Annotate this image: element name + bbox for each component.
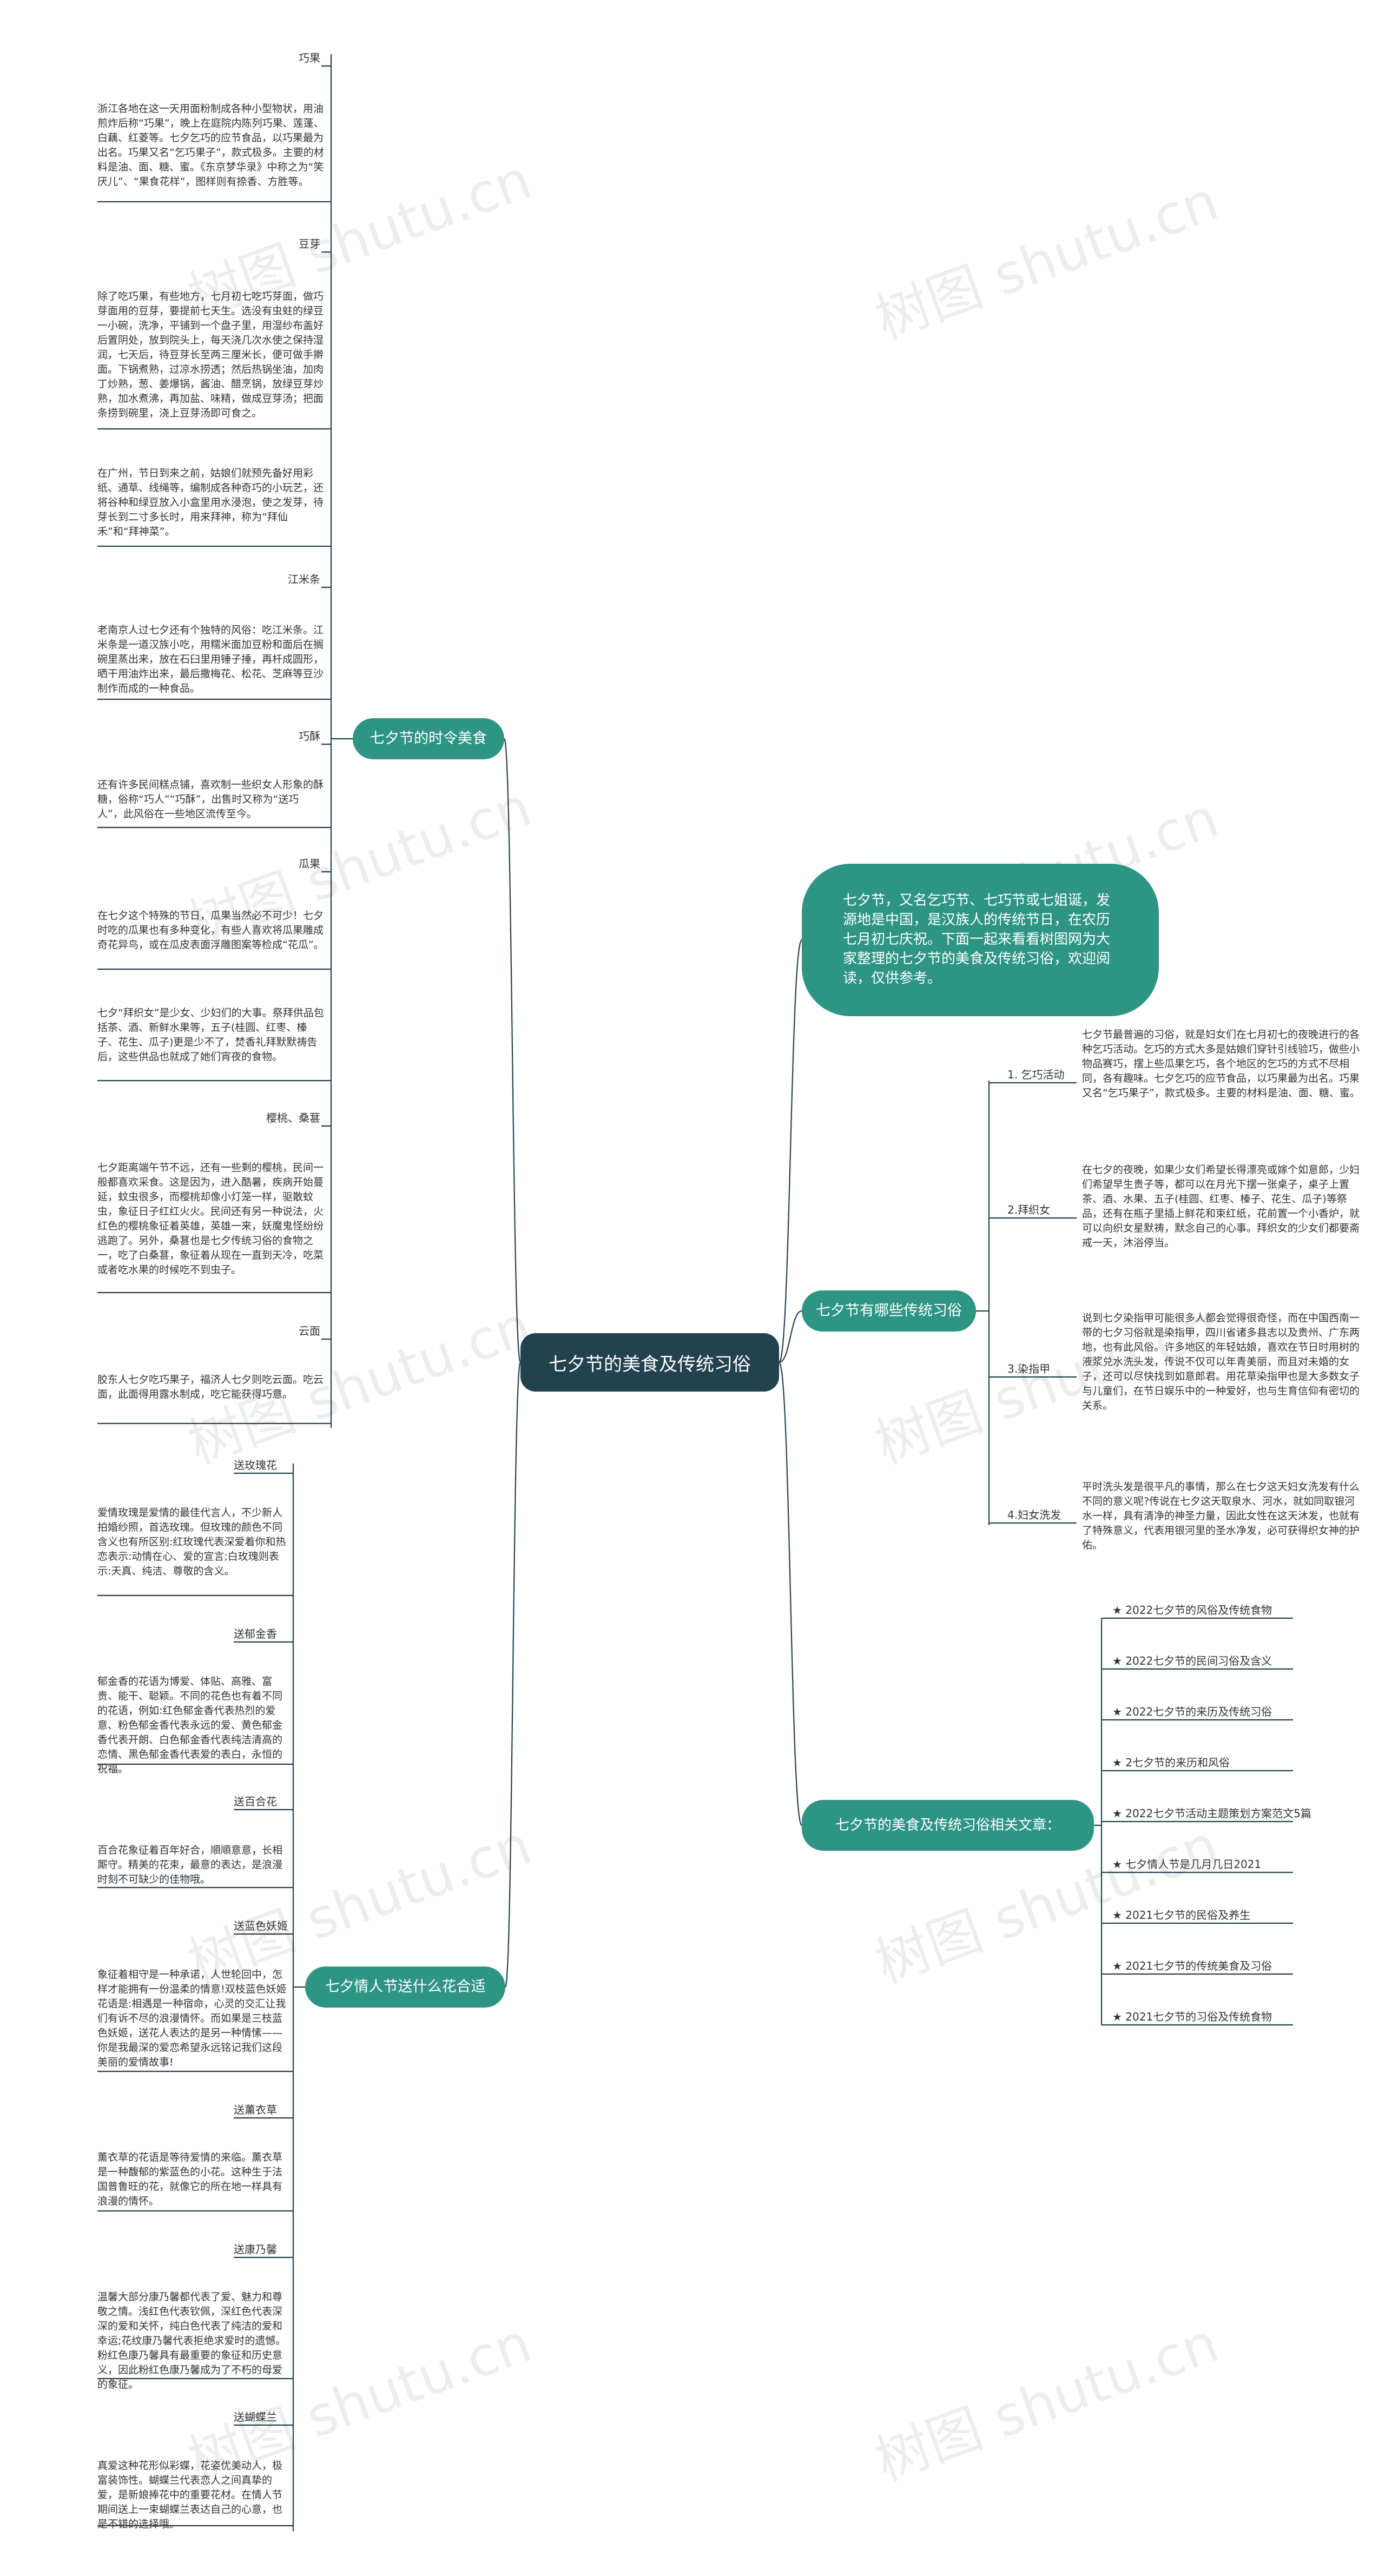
custom-item-label: 4.妇女洗发 (1007, 1508, 1061, 1521)
related-article-link[interactable]: ★ 2021七夕节的习俗及传统食物 (1112, 2010, 1272, 2023)
branch-related-articles[interactable]: 七夕节的美食及传统习俗相关文章： (802, 1800, 1094, 1851)
food-item-label: 樱桃、桑葚 (266, 1111, 320, 1124)
flower-item-label: 送康乃馨 (234, 2243, 277, 2256)
flower-item-label: 送百合花 (234, 1795, 277, 1808)
flower-item-text: 温馨大部分康乃馨都代表了爱、魅力和尊敬之情。浅红色代表钦佩，深红色代表深深的爱和… (97, 2291, 286, 2390)
flower-item-text: 爱情玫瑰是爱情的最佳代言人，不少新人拍婚纱照，首选玫瑰。但玫瑰的颜色不同含义也有… (97, 1507, 286, 1577)
branch-flowers[interactable]: 七夕情人节送什么花合适 (305, 1966, 505, 2008)
food-item-text: 浙江各地在这一天用面粉制成各种小型物状，用油煎炸后称“巧果”，晚上在庭院内陈列巧… (97, 103, 324, 188)
custom-item-text: 平时洗头发是很平凡的事情，那么在七夕这天妇女洗发有什么不同的意义呢?传说在七夕这… (1082, 1481, 1360, 1551)
branch-food[interactable]: 七夕节的时令美食 (353, 718, 504, 759)
root-topic[interactable]: 七夕节的美食及传统习俗 (520, 1333, 779, 1392)
intro-node[interactable]: 七夕节，又名乞巧节、七巧节或七姐诞，发源地是中国，是汉族人的传统节日，在农历七月… (802, 864, 1159, 1016)
flower-item-text: 郁金香的花语为博爱、体贴、高雅、富贵、能干、聪颖。不同的花色也有着不同的花语，例… (97, 1676, 283, 1775)
related-article-link[interactable]: ★ 2022七夕节的来历及传统习俗 (1112, 1705, 1272, 1718)
intro-text: 七夕节，又名乞巧节、七巧节或七姐诞，发源地是中国，是汉族人的传统节日，在农历七月… (843, 892, 1111, 986)
food-item-text: 胶东人七夕吃巧果子，福济人七夕则吃云面。吃云面，此面得用露水制成，吃它能获得巧意… (97, 1374, 324, 1400)
related-article-link[interactable]: ★ 2022七夕节活动主题策划方案范文5篇 (1112, 1807, 1311, 1820)
flower-item-label: 送玫瑰花 (234, 1459, 277, 1472)
flower-item-label: 送郁金香 (234, 1627, 277, 1640)
related-article-link[interactable]: ★ 2021七夕节的传统美食及习俗 (1112, 1959, 1272, 1972)
related-article-link[interactable]: ★ 2022七夕节的民间习俗及含义 (1112, 1654, 1272, 1667)
related-article-link[interactable]: ★ 2022七夕节的风俗及传统食物 (1112, 1604, 1272, 1617)
custom-item-label: 1. 乞巧活动 (1007, 1068, 1065, 1081)
connector-line (778, 939, 803, 1363)
connector-line (504, 1361, 522, 1988)
flower-item-label: 送薰衣草 (234, 2103, 277, 2116)
food-item-text: 除了吃巧果，有些地方，七月初七吃巧芽面，做巧芽面用的豆芽，要提前七天生。选没有虫… (97, 290, 324, 419)
custom-item-label: 2.拜织女 (1007, 1203, 1051, 1216)
connector-line (779, 1310, 802, 1363)
flower-item-text: 百合花象征着百年好合，順順意意，长相厮守。精美的花束，最意的表达，是浪漫时刻不可… (97, 1844, 283, 1885)
flower-item-text: 象征着相守是一种承诺，人世轮回中，怎样才能拥有一份温柔的情意!双枝蓝色妖姬花语是… (97, 1969, 287, 2068)
food-item-label: 江米条 (288, 573, 320, 586)
flower-item-label: 送蝴蝶兰 (234, 2411, 277, 2423)
food-item-text: 在广州，节日到来之前，姑娘们就预先备好用彩纸、通草、线绳等，编制成各种奇巧的小玩… (97, 467, 324, 538)
custom-item-text: 说到七夕染指甲可能很多人都会觉得很奇怪，而在中国西南一带的七夕习俗就是染指甲，四… (1082, 1312, 1360, 1412)
flower-item-label: 送蓝色妖姬 (234, 1919, 288, 1932)
flower-item-text: 真爱这种花形似彩蝶，花姿优美动人，极富装饰性。蝴蝶兰代表恋人之间真挚的爱，是新娘… (97, 2460, 283, 2530)
connector-line (778, 1361, 803, 1826)
branch-customs[interactable]: 七夕节有哪些传统习俗 (802, 1290, 976, 1332)
flower-item-text: 薰衣草的花语是等待爱情的来临。薰衣草是一种馥郁的紫蓝色的小花。这种生于法国普鲁旺… (97, 2151, 283, 2207)
food-item-text: 七夕距离端午节不远，还有一些剩的樱桃，民间一般都喜欢采食。这是因为，进入酷暑，疾… (97, 1162, 324, 1276)
food-item-text: 在七夕这个特殊的节日，瓜果当然必不可少！七夕时吃的瓜果也有多种变化，有些人喜欢将… (97, 910, 324, 951)
custom-item-text: 在七夕的夜晚，如果少女们希望长得漂亮或嫁个如意郎，少妇们希望早生贵子等，都可以在… (1082, 1164, 1360, 1249)
related-article-link[interactable]: ★ 七夕情人节是几月几日2021 (1112, 1858, 1262, 1871)
food-item-label: 豆芽 (299, 237, 320, 250)
connector-line (503, 738, 522, 1363)
custom-item-label: 3.染指甲 (1007, 1362, 1051, 1375)
food-item-text: 七夕“拜织女”是少女、少妇们的大事。祭拜供品包括茶、酒、新鲜水果等，五子(桂圆、… (97, 1007, 324, 1063)
food-item-label: 巧果 (299, 51, 320, 64)
food-item-label: 云面 (299, 1325, 320, 1337)
food-item-label: 瓜果 (299, 857, 320, 870)
food-item-text: 老南京人过七夕还有个独特的风俗：吃江米条。江米条是一道汉族小吃，用糯米面加豆粉和… (97, 624, 324, 694)
food-item-text: 还有许多民间糕点铺，喜欢制一些织女人形象的酥糖，俗称“巧人”“巧酥”，出售时又称… (97, 779, 324, 820)
custom-item-text: 七夕节最普遍的习俗，就是妇女们在七月初七的夜晚进行的各种乞巧活动。乞巧的方式大多… (1082, 1029, 1360, 1099)
related-article-link[interactable]: ★ 2七夕节的来历和风俗 (1112, 1756, 1230, 1769)
food-item-label: 巧酥 (299, 730, 320, 743)
related-article-link[interactable]: ★ 2021七夕节的民俗及养生 (1112, 1909, 1251, 1922)
